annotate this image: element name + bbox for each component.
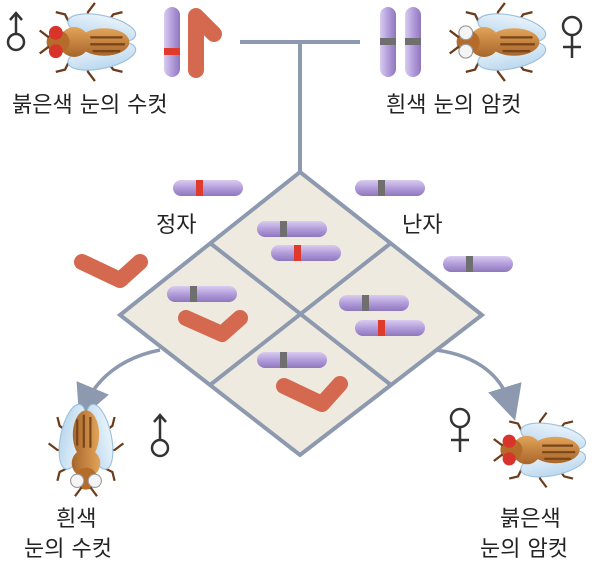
- egg-chromosome-x: [443, 256, 513, 272]
- arrow-to-female-offspring: [435, 348, 522, 421]
- sperm-chromosome-x: [173, 180, 243, 196]
- cell-male-offspring-left: [167, 286, 248, 342]
- fruit-fly-icon: [38, 1, 140, 83]
- male-parent-label: 붉은색 눈의 수컷: [12, 93, 168, 118]
- male-symbol-icon: [6, 11, 26, 52]
- female-parent-label: 흰색 눈의 암컷: [386, 93, 521, 118]
- egg-label: 난자: [402, 213, 442, 238]
- cell-male-offspring-bottom: [257, 352, 348, 412]
- female-offspring-label-line2: 눈의 암컷: [480, 537, 568, 562]
- chromosome-icon: [164, 7, 222, 78]
- chromosome-icon: [380, 7, 421, 77]
- sperm-chromosome-y: [74, 254, 148, 288]
- male-symbol-icon: [150, 413, 170, 458]
- female-offspring-label-line1: 붉은색: [500, 507, 561, 532]
- arrow-to-male-offspring: [76, 348, 161, 421]
- female-symbol-icon: [561, 15, 583, 58]
- male-offspring-label-line1: 흰색: [56, 507, 96, 532]
- punnett-grid: [116, 169, 486, 458]
- fruit-fly-icon: [448, 1, 550, 83]
- egg-chromosome-x: [355, 180, 425, 196]
- female-symbol-icon: [449, 407, 471, 452]
- fruit-fly-icon: [47, 400, 125, 498]
- sperm-label: 정자: [156, 213, 196, 238]
- male-offspring-label-line2: 눈의 수컷: [24, 537, 112, 562]
- fruit-fly-icon: [492, 411, 590, 489]
